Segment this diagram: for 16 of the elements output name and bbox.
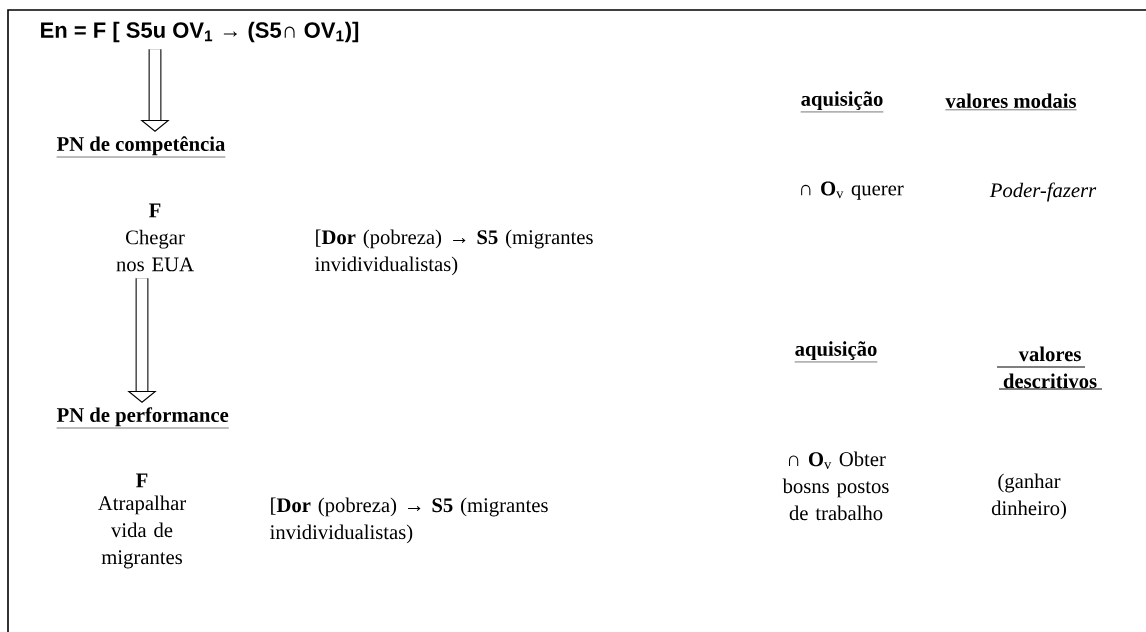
- descriptive-value: (ganhar dinheiro): [991, 473, 1066, 520]
- modal-value: Poder-fazerr: [989, 182, 1097, 202]
- column-heading: aquisição: [800, 91, 884, 113]
- formula-heading: En = F [ S5u OV$_{1}$ → (S5∩ OV$_{1}$)]: [41, 21, 359, 43]
- section-heading: PN de performance: [56, 407, 230, 429]
- relation-text: [Dor (pobreza) → S5 (migrantes invidividualistas): [315, 229, 593, 276]
- acquisition-text: ∩ O$_{v}$ Obter bosns postos de trabalho: [782, 451, 889, 521]
- function-text: Atrapalhar vida de migrantes: [98, 495, 186, 569]
- column-heading: valores modais: [945, 93, 1077, 111]
- column-heading: valores descritivos: [996, 346, 1103, 390]
- function-text: F Chegar nos EUA: [116, 203, 194, 272]
- section-heading: PN de competência: [56, 136, 226, 158]
- acquisition-text: ∩ O$_{v}$ querer: [801, 181, 904, 200]
- column-heading: aquisição: [794, 341, 878, 363]
- function-label: F: [136, 473, 148, 488]
- relation-text: [Dor (pobreza) → S5 (migrantes invidividualistas): [270, 497, 548, 544]
